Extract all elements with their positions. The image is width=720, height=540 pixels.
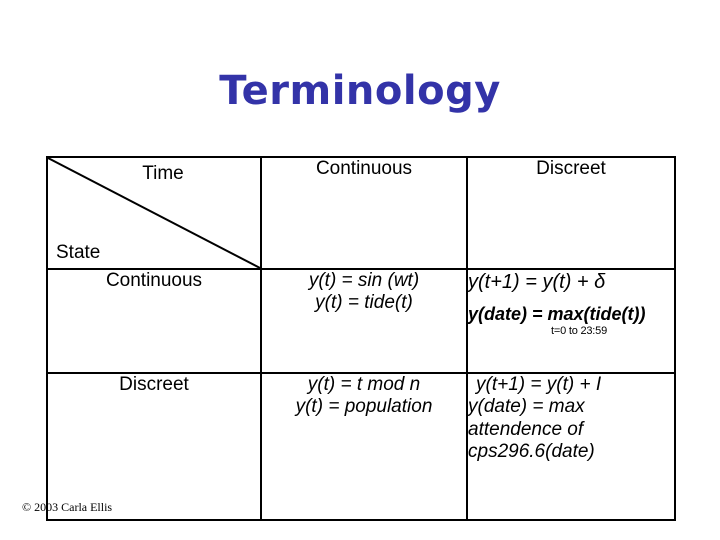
table-header-row: Time State Continuous Discreet xyxy=(46,156,676,270)
formula-line: attendence of xyxy=(468,418,584,440)
formula-line: cps296.6(date) xyxy=(468,441,595,463)
cell-discreet-continuous: y(t) = t mod n y(t) = population xyxy=(260,372,468,521)
formula-line: y(t) = sin (wt) xyxy=(308,270,420,291)
cell-continuous-discreet: y(t+1) = y(t) + δ y(date) = max(tide(t))… xyxy=(466,268,676,374)
column-header-discreet: Discreet xyxy=(466,156,676,270)
formula-line: y(t+1) = y(t) + I xyxy=(476,374,602,395)
formula-line: y(t) = population xyxy=(295,396,433,418)
formula-line: y(t) = t mod n xyxy=(307,374,421,395)
column-header-continuous: Continuous xyxy=(260,156,468,270)
matrix-corner-cell: Time State xyxy=(46,156,262,270)
formula-line: y(t+1) = y(t) + δ xyxy=(468,271,606,293)
formula-line: y(date) = max xyxy=(468,396,585,418)
table-row: Discreet y(t) = t mod n y(t) = populatio… xyxy=(46,372,676,521)
copyright-footer: © 2003 Carla Ellis xyxy=(22,500,113,514)
page-title: Terminology xyxy=(219,68,501,114)
axis-label-state: State xyxy=(56,242,101,263)
cell-continuous-continuous: y(t) = sin (wt) y(t) = tide(t) xyxy=(260,268,468,374)
formula-subscript: t=0 to 23:59 xyxy=(550,324,607,337)
formula-line: y(t) = tide(t) xyxy=(315,292,413,314)
row-label-continuous: Continuous xyxy=(46,268,262,374)
cell-discreet-discreet: y(t+1) = y(t) + I y(date) = max attenden… xyxy=(466,372,676,521)
formula-line: y(date) = max(tide(t)) xyxy=(468,304,646,324)
axis-label-time: Time xyxy=(142,163,184,184)
row-label-discreet: Discreet xyxy=(46,372,262,521)
table-row: Continuous y(t) = sin (wt) y(t) = tide(t… xyxy=(46,268,676,374)
terminology-matrix-table: Time State Continuous Discreet Continuou… xyxy=(46,156,676,521)
diagonal-line-icon xyxy=(48,158,260,268)
